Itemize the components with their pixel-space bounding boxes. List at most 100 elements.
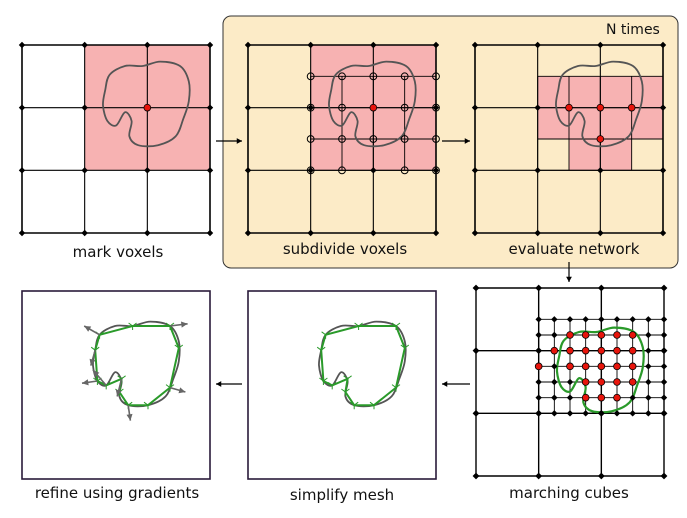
panel-marching-cubes-fine-node — [566, 316, 574, 323]
panel-subdivide-voxels-candidate-point — [338, 135, 346, 143]
panel-mark-voxels-node — [144, 167, 151, 174]
panel-subdivide-voxels-node — [307, 104, 314, 111]
panel-subdivide-voxels-node — [432, 104, 440, 111]
panel-marching-cubes-fine-node — [582, 410, 589, 417]
panel-simplify-mesh-vertex — [391, 384, 401, 392]
panel-subdivide-voxels-shape-outline — [328, 60, 417, 148]
panel-subdivide-voxels-node — [244, 41, 252, 49]
panel-evaluate-network-inside-point — [596, 103, 605, 112]
panel-subdivide-voxels-candidate-point — [400, 166, 409, 175]
panel-marching-cubes-mesh — [555, 326, 645, 414]
panel-evaluate-network-node — [471, 41, 479, 49]
panel-marching-cubes-fine-node — [645, 410, 652, 417]
panel-marching-cubes-inside-point — [566, 346, 574, 355]
panel-marching-cubes-fine-node — [598, 316, 605, 323]
panel-marching-cubes-fine-node — [535, 394, 542, 401]
panel-marching-cubes-node — [535, 472, 543, 480]
panel-marching-cubes-inside-point — [581, 346, 590, 355]
panel-marching-cubes-node — [597, 472, 605, 480]
panel-mark-voxels-shape-outline — [102, 60, 191, 148]
panel-marching-cubes-fine-node — [660, 316, 668, 323]
panel-refine-gradients-vertex — [174, 344, 184, 352]
panel-refine-gradients-vertex — [128, 322, 137, 330]
panel-evaluate-network-node — [534, 167, 541, 174]
panel-subdivide-voxels-candidate-point — [432, 166, 440, 175]
panel-evaluate-network-inside-point — [565, 103, 573, 112]
label-subdivide-voxels: subdivide voxels — [282, 240, 408, 258]
arrow-simplify-to-refine-head — [216, 381, 222, 387]
panel-subdivide-voxels-inside-point — [369, 103, 378, 112]
panel-subdivide-voxels-node — [432, 229, 440, 237]
panel-subdivide-voxels-node — [244, 104, 252, 111]
panel-subdivide-voxels-candidate-point — [369, 72, 378, 81]
panel-mark-voxels-node — [18, 167, 26, 174]
panel-simplify-mesh-vertex — [354, 322, 363, 330]
panel-subdivide-voxels-node — [432, 167, 440, 174]
panel-subdivide-voxels-candidate-point — [338, 72, 346, 81]
panel-marching-cubes-fine-node — [582, 316, 589, 323]
panel-simplify-mesh-vertex — [319, 377, 328, 385]
panel-subdivide-voxels-candidate-point — [306, 103, 315, 112]
panel-subdivide-voxels-node — [370, 41, 377, 49]
arrow-marching-to-simplify-head — [442, 381, 448, 387]
panel-marching-cubes-inside-point — [628, 378, 637, 386]
panel-subdivide-voxels-node — [307, 167, 314, 174]
arrow-mark-to-subdivide-head — [236, 138, 242, 144]
panel-marching-cubes-inside-point — [597, 393, 606, 402]
panel-evaluate-network-node — [659, 41, 667, 49]
panel-refine-gradients-frame — [21, 290, 211, 480]
panel-subdivide-voxels-candidate-point — [306, 166, 315, 175]
panel-subdivide-voxels-node — [307, 41, 314, 49]
panel-subdivide-voxels-candidate-point — [306, 135, 315, 143]
panel-subdivide-voxels-candidate-point — [432, 135, 440, 143]
panel-marching-cubes-fine-node — [566, 378, 574, 386]
panel-subdivide-voxels-candidate-point — [369, 135, 378, 143]
panel-evaluate-network-shape-outline — [555, 60, 644, 148]
panel-mark-voxels-node — [81, 167, 88, 174]
panel-marching-cubes-fine-node — [645, 378, 652, 386]
panel-marching-cubes-node — [597, 284, 605, 292]
panel-marching-cubes-node — [660, 472, 668, 480]
panel-subdivide-voxels-node — [244, 229, 252, 237]
panel-marching-cubes-fine-node — [629, 316, 636, 323]
panel-subdivide-voxels-node — [244, 167, 252, 174]
panel-refine-gradients-gradient-arrowhead — [93, 370, 100, 377]
panel-marching-cubes-inside-point — [628, 331, 637, 339]
arrow-subdivide-to-evaluate-head — [464, 138, 470, 144]
panel-marching-cubes-fine-node — [551, 394, 558, 401]
panel-mark-voxels-node — [206, 229, 214, 237]
panel-marching-cubes-fine-node — [598, 410, 605, 417]
panel-simplify-mesh-vertex — [327, 382, 337, 390]
panel-simplify-mesh-vertex — [321, 331, 330, 339]
panel-subdivide-voxels-node — [370, 167, 377, 174]
panel-subdivide-voxels-candidate-point — [338, 103, 346, 112]
panel-marching-cubes-inside-point — [628, 362, 637, 371]
panel-marching-cubes-fine-node — [613, 410, 621, 417]
panel-marching-cubes-inside-point — [534, 362, 543, 371]
panel-subdivide-voxels-node — [307, 229, 314, 237]
panel-marching-cubes-inside-point — [581, 393, 590, 402]
panel-refine-gradients-gradient-arrowhead — [82, 379, 89, 386]
panel-subdivide-voxels-node — [370, 229, 377, 237]
panel-evaluate-network-node — [471, 104, 479, 111]
panel-simplify-mesh-vertex — [343, 375, 352, 383]
panel-evaluate-network-node — [471, 229, 479, 237]
panel-marching-cubes-fine-node — [660, 394, 668, 401]
panel-marching-cubes-fine-node — [551, 331, 558, 339]
panel-marching-cubes-fine-node — [645, 331, 652, 339]
panel-simplify-mesh-vertex — [400, 344, 410, 352]
panel-subdivide-voxels-candidate-point — [306, 72, 315, 81]
panel-evaluate-network-node — [659, 104, 667, 111]
panel-simplify-mesh-frame — [247, 290, 437, 480]
panel-simplify-mesh-vertex — [369, 401, 379, 410]
arrow-evaluate-to-marching-head — [566, 276, 572, 282]
panel-marching-cubes-inside-point — [597, 378, 606, 386]
panel-evaluate-network-node — [597, 229, 604, 237]
panel-mark-voxels — [18, 41, 214, 237]
panel-evaluate-network-node — [597, 41, 604, 49]
panel-evaluate-network-node — [534, 229, 541, 237]
panel-evaluate-network-node — [534, 104, 541, 111]
panel-marching-cubes-fine-node — [535, 347, 542, 354]
panel-mark-voxels-node — [81, 104, 88, 111]
panel-subdivide-voxels-candidate-point — [432, 72, 440, 81]
